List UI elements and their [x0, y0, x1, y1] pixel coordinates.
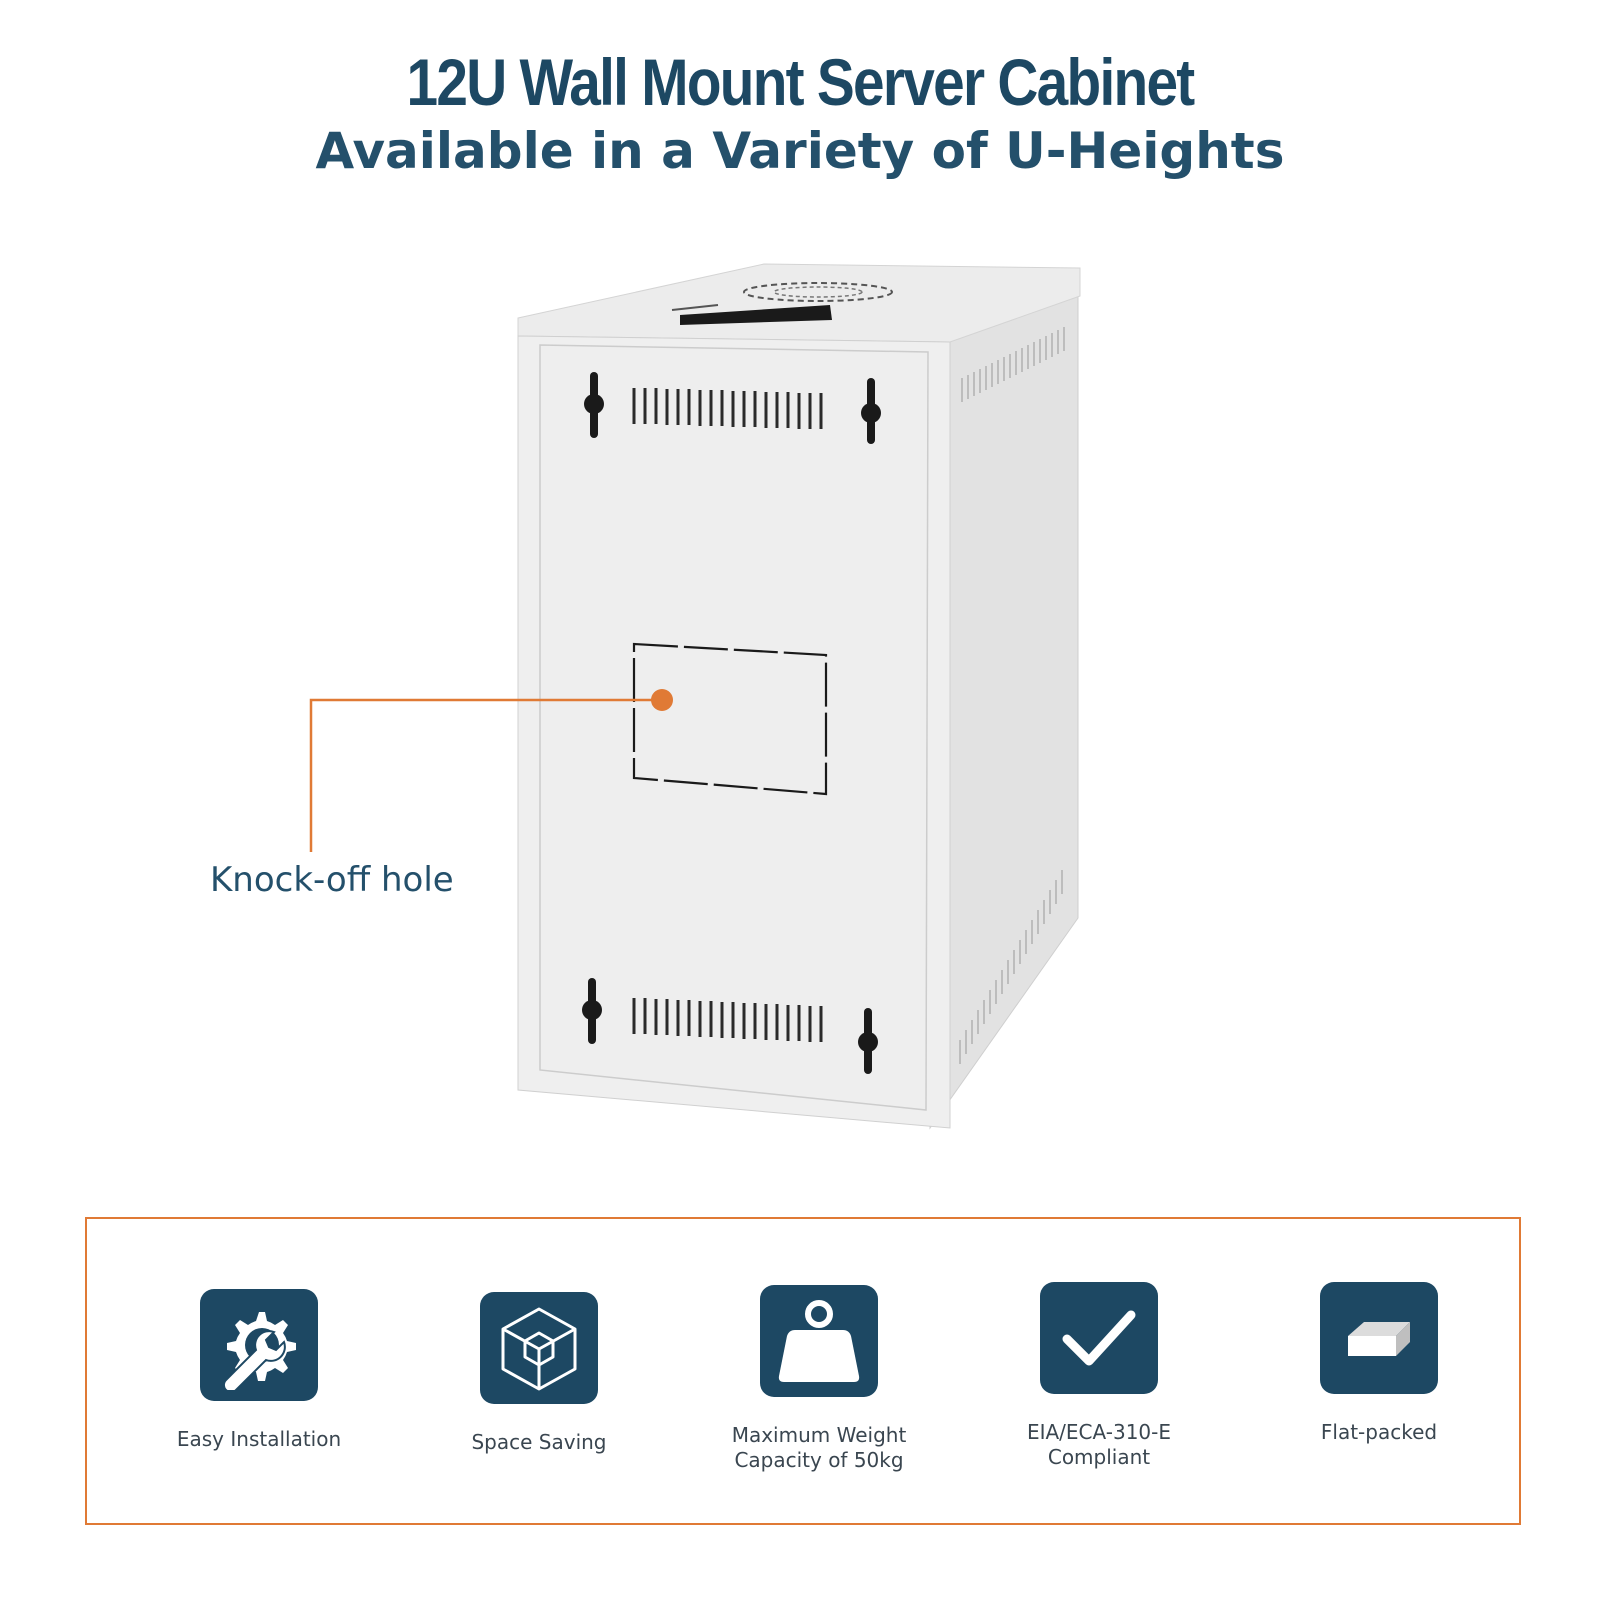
flat-box-icon — [1320, 1282, 1438, 1394]
page-title: 12U Wall Mount Server Cabinet — [406, 45, 1196, 119]
cable-entry-brush — [680, 305, 832, 325]
feature-maximum-weight: Maximum Weight Capacity of 50kg — [699, 1285, 939, 1473]
page-subtitle: Available in a Variety of U-Heights — [315, 122, 1285, 180]
fan-grille — [743, 282, 893, 302]
weight-icon — [760, 1285, 878, 1397]
feature-flat-packed: Flat-packed — [1259, 1282, 1499, 1445]
knock-off-hole-outline — [632, 642, 828, 796]
feature-label: EIA/ECA-310-E Compliant — [1026, 1420, 1172, 1469]
cube-icon — [480, 1292, 598, 1404]
feature-eia-compliant: EIA/ECA-310-E Compliant — [979, 1282, 1219, 1470]
side-vent-top — [961, 327, 1065, 402]
callout-dot — [651, 689, 673, 711]
cabinet-rear-panel — [539, 344, 929, 1111]
cabinet-image — [309, 263, 1081, 1130]
feature-space-saving: Space Saving — [419, 1292, 659, 1455]
side-vent-bottom — [959, 870, 1063, 1064]
feature-label: Easy Installation — [176, 1427, 342, 1451]
callout-line — [309, 698, 662, 852]
checkmark-icon — [1040, 1282, 1158, 1394]
features-panel: Easy Installation Space Saving Maximum W… — [85, 1217, 1521, 1525]
rear-vent-top — [632, 388, 823, 429]
mounting-keyhole-slots — [582, 372, 881, 1074]
knock-off-hole-label: Knock-off hole — [210, 860, 454, 900]
feature-label: Space Saving — [471, 1430, 607, 1454]
gear-wrench-icon — [200, 1289, 318, 1401]
feature-label: Flat-packed — [1320, 1420, 1438, 1444]
feature-easy-installation: Easy Installation — [139, 1289, 379, 1452]
rear-vent-bottom — [632, 998, 823, 1042]
cabinet-side-panel — [929, 292, 1079, 1130]
feature-label: Maximum Weight Capacity of 50kg — [731, 1423, 907, 1472]
